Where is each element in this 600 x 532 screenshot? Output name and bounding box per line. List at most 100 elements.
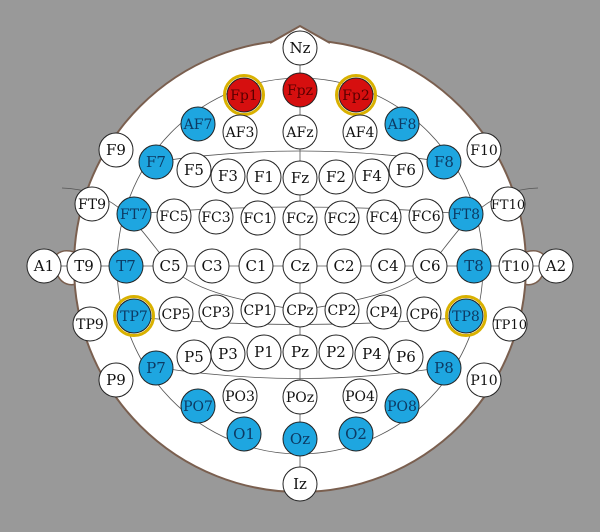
electrode-highlight-ring: [223, 74, 265, 116]
electrode-p4: P4: [354, 336, 390, 372]
electrode-circle: [538, 248, 574, 284]
electrode-circle: [324, 200, 360, 236]
electrode-circle: [198, 294, 234, 330]
electrode-cp3: CP3: [198, 294, 234, 330]
electrode-label: T8: [464, 257, 484, 275]
electrode-o2: O2: [338, 416, 374, 452]
electrode-label: CP5: [161, 307, 190, 323]
electrode-label: FC2: [327, 211, 356, 227]
electrode-fc5: FC5: [156, 198, 192, 234]
electrode-f3: F3: [210, 158, 246, 194]
electrode-circle: [326, 248, 362, 284]
electrode-label: F6: [396, 161, 416, 179]
electrode-cpz: CPz: [282, 292, 318, 328]
electrode-label: F7: [146, 153, 166, 171]
electrode-circle: [282, 160, 318, 196]
electrode-label: Iz: [293, 475, 307, 493]
electrode-label: FCz: [286, 211, 314, 227]
electrode-t7: T7: [108, 248, 144, 284]
electrode-ft9: FT9: [74, 186, 110, 222]
electrode-f2: F2: [318, 159, 354, 195]
electrode-label: PO8: [387, 399, 417, 415]
electrode-f8: F8: [426, 144, 462, 180]
electrode-label: F9: [106, 141, 126, 159]
electrode-label: AFz: [285, 125, 313, 141]
electrode-nz: Nz: [282, 30, 318, 66]
electrode-label: CP3: [201, 305, 230, 321]
electrode-label: TP10: [493, 318, 527, 333]
electrode-af4: AF4: [342, 114, 378, 150]
electrode-label: CP6: [409, 307, 438, 323]
electrode-circle: [116, 196, 152, 232]
electrode-po3: PO3: [222, 378, 258, 414]
electrode-poz: POz: [282, 379, 318, 415]
electrode-label: F3: [218, 167, 238, 185]
electrode-circle: [282, 248, 318, 284]
electrode-ft10: FT10: [490, 186, 526, 222]
electrode-circle: [222, 378, 258, 414]
electrode-cp1: CP1: [240, 292, 276, 328]
electrode-t9: T9: [66, 248, 102, 284]
electrode-label: Oz: [290, 430, 310, 448]
electrode-circle: [324, 292, 360, 328]
electrode-circle: [354, 158, 390, 194]
electrode-label: TP9: [76, 317, 104, 333]
electrode-label: FT8: [452, 207, 480, 223]
electrode-circle: [318, 159, 354, 195]
electrode-circle: [194, 248, 230, 284]
electrode-circle: [412, 248, 448, 284]
electrode-circle: [282, 30, 318, 66]
electrode-fz: Fz: [282, 160, 318, 196]
electrode-ft7: FT7: [116, 196, 152, 232]
electrode-circle: [222, 114, 258, 150]
electrode-label: P5: [184, 348, 204, 366]
electrode-label: Fp2: [342, 88, 370, 104]
electrode-label: C5: [159, 257, 180, 275]
electrode-label: Pz: [291, 343, 309, 361]
electrode-p9: P9: [98, 362, 134, 398]
electrode-label: P1: [254, 343, 274, 361]
electrode-circle: [238, 248, 274, 284]
electrode-circle: [282, 421, 318, 457]
electrode-label: AF3: [225, 125, 255, 141]
electrode-circle: [98, 362, 134, 398]
electrode-tp7: TP7: [113, 295, 155, 337]
electrode-fp1: Fp1: [223, 74, 265, 116]
electrode-circle: [198, 199, 234, 235]
electrode-c5: C5: [152, 248, 188, 284]
electrode-label: PO3: [225, 389, 255, 405]
electrode-circle: [210, 336, 246, 372]
electrode-pz: Pz: [282, 334, 318, 370]
electrode-label: POz: [286, 390, 314, 406]
electrode-label: AF8: [387, 117, 417, 133]
electrode-label: P2: [326, 343, 346, 361]
electrode-label: CPz: [286, 303, 314, 319]
electrode-p8: P8: [426, 350, 462, 386]
electrode-circle: [406, 296, 442, 332]
electrode-a1: A1: [26, 248, 62, 284]
electrode-c3: C3: [194, 248, 230, 284]
electrode-label: F8: [434, 153, 454, 171]
electrode-label: T9: [74, 257, 94, 275]
electrode-label: FT9: [78, 197, 106, 213]
electrode-label: CP1: [243, 303, 272, 319]
electrode-circle: [366, 294, 402, 330]
electrode-po7: PO7: [180, 388, 216, 424]
electrode-label: F4: [362, 167, 382, 185]
electrode-label: P10: [470, 373, 497, 389]
electrode-f4: F4: [354, 158, 390, 194]
electrode-circle: [388, 152, 424, 188]
electrode-tp9: TP9: [72, 306, 108, 342]
electrode-label: P4: [362, 345, 382, 363]
electrode-label: FC6: [411, 209, 440, 225]
electrode-label: Cz: [290, 257, 309, 275]
electrode-fc3: FC3: [198, 199, 234, 235]
electrode-t8: T8: [456, 248, 492, 284]
electrode-p5: P5: [176, 339, 212, 375]
electrode-iz: Iz: [282, 466, 318, 502]
electrode-c2: C2: [326, 248, 362, 284]
electrode-circle: [156, 198, 192, 234]
electrode-circle: [74, 186, 110, 222]
electrode-circle: [226, 416, 262, 452]
